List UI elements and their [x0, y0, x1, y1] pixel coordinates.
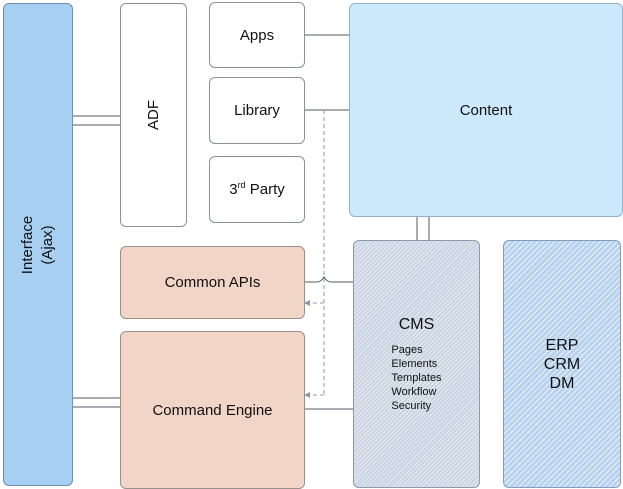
interface-label-line-2: (Ajax) — [39, 224, 56, 265]
cms-common-apis-connector — [304, 276, 353, 283]
cms-item-templates: Templates — [391, 371, 442, 384]
cms-item-workflow: Workflow — [391, 385, 437, 398]
apps-box: Apps — [209, 2, 305, 68]
interface-label: Interface (Ajax) — [18, 215, 58, 273]
cms-content: CMS Pages Elements Templates Workflow Se… — [391, 316, 441, 413]
interface-label-line-1: Interface — [19, 215, 36, 274]
adf-box: ADF — [120, 3, 187, 227]
erp-labels: ERP CRM DM — [544, 336, 580, 393]
third-party-label: 3rd Party — [229, 180, 285, 199]
cms-title: CMS — [398, 315, 435, 333]
dm-label: DM — [549, 374, 575, 392]
cms-item-security: Security — [391, 399, 432, 412]
content-label: Content — [459, 101, 513, 119]
crm-label: CRM — [543, 355, 581, 373]
third-party-box: 3rd Party — [209, 156, 305, 223]
erp-label: ERP — [545, 336, 579, 354]
content-box: Content — [349, 3, 623, 217]
library-box: Library — [209, 77, 305, 144]
third-party-suffix: Party — [245, 181, 285, 198]
common-apis-arrowhead — [304, 300, 310, 306]
common-apis-box: Common APIs — [120, 246, 305, 319]
library-label: Library — [234, 102, 280, 119]
cms-item-pages: Pages — [391, 343, 423, 356]
interface-box: Interface (Ajax) — [3, 3, 73, 486]
cms-box: CMS Pages Elements Templates Workflow Se… — [353, 240, 480, 488]
command-engine-box: Command Engine — [120, 331, 305, 489]
third-party-superscript: rd — [237, 180, 246, 190]
cms-item-elements: Elements — [391, 357, 438, 370]
erp-box: ERP CRM DM — [503, 240, 621, 488]
third-party-prefix: 3 — [229, 181, 238, 198]
adf-label: ADF — [144, 100, 162, 130]
common-apis-label: Common APIs — [164, 274, 261, 291]
command-engine-arrowhead — [304, 392, 310, 398]
cms-items-list: Pages Elements Templates Workflow Securi… — [391, 343, 441, 413]
apps-label: Apps — [239, 26, 275, 44]
command-engine-label: Command Engine — [152, 401, 273, 419]
